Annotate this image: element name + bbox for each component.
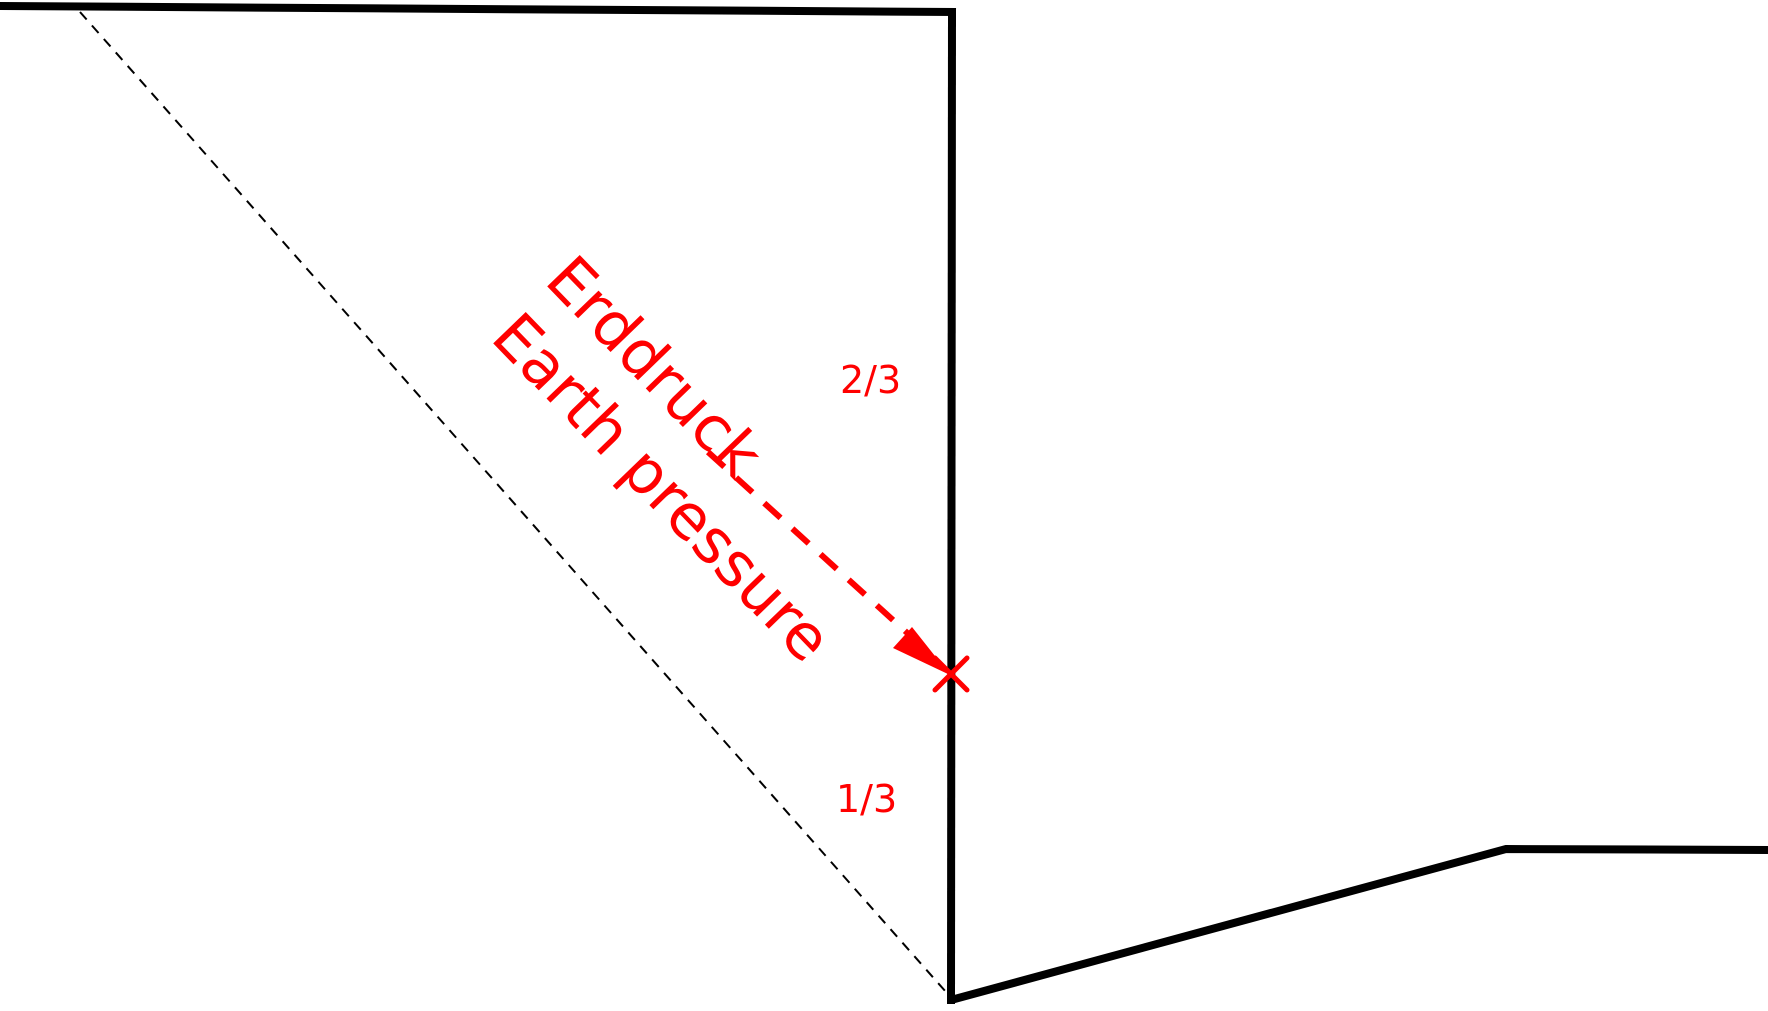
earth-pressure-arrow-line bbox=[705, 449, 918, 643]
front-ground-line bbox=[949, 844, 1768, 1004]
lower-fraction-label: 1/3 bbox=[836, 777, 897, 821]
earth-pressure-arrow-head bbox=[893, 627, 950, 675]
force-application-cross-icon bbox=[932, 655, 970, 693]
failure-plane-line bbox=[79, 11, 947, 993]
retaining-wall-line bbox=[946, 7, 957, 1005]
ground-surface-line bbox=[0, 1, 957, 17]
upper-fraction-label: 2/3 bbox=[840, 358, 901, 402]
